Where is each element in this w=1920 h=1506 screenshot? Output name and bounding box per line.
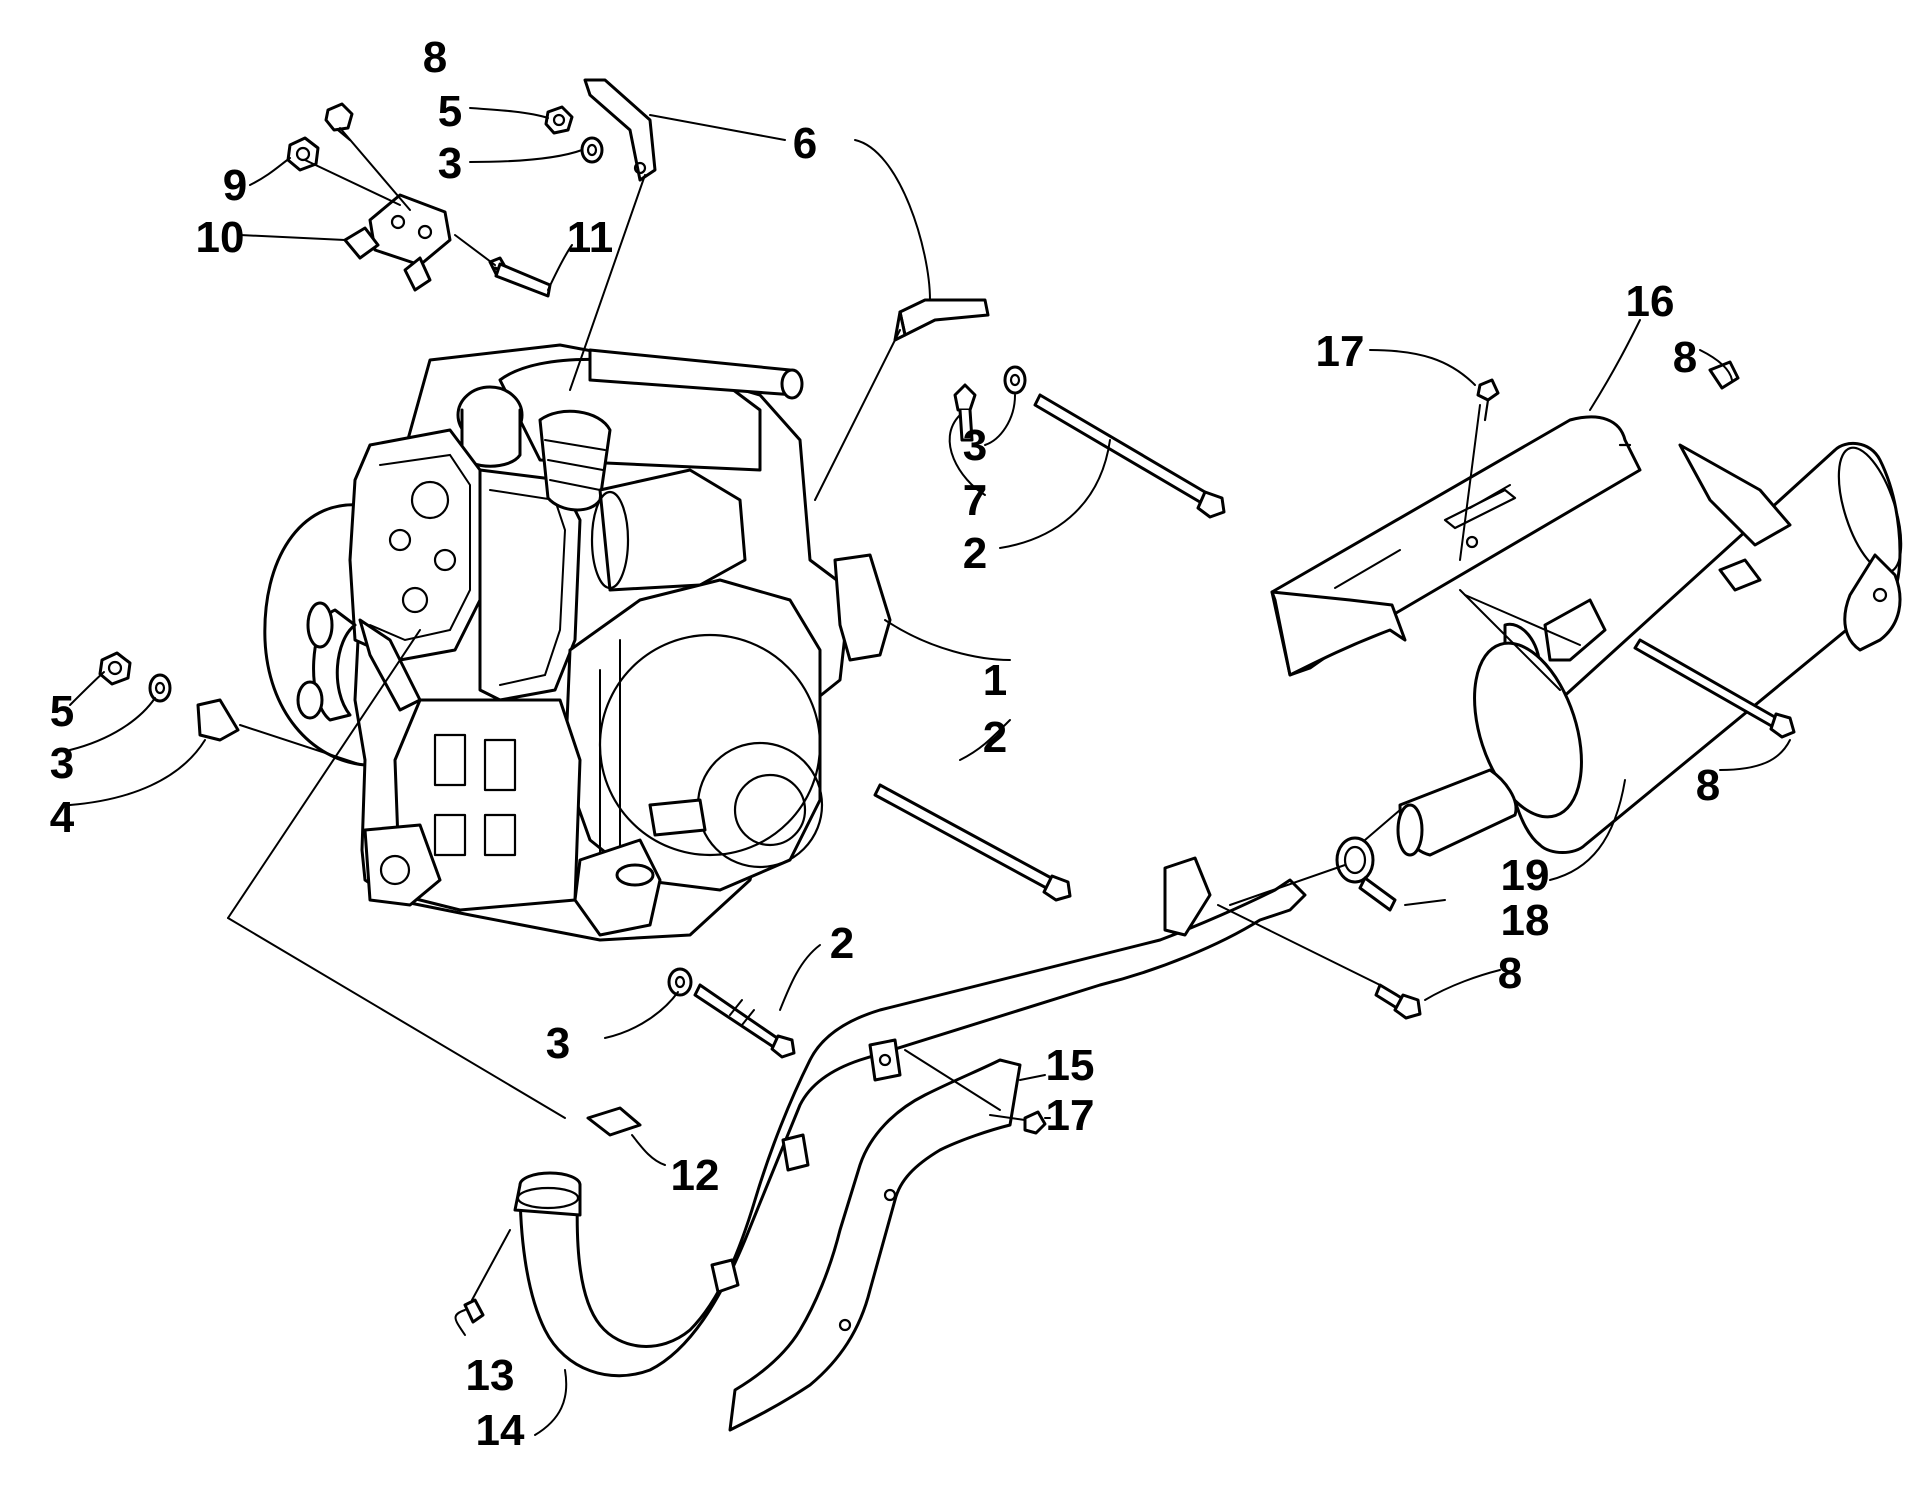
bracket-icon: [583, 78, 657, 182]
callout-15: 15: [1046, 1041, 1095, 1090]
callout-8-right-lower: 8: [1696, 761, 1720, 810]
callout-8-right-top: 8: [1673, 333, 1697, 382]
callout-7: 7: [963, 476, 987, 525]
bracket-icon: [343, 193, 452, 292]
engine-icon: [263, 343, 892, 942]
exhaust-pipe-icon: [513, 856, 1307, 1378]
callout-4: 4: [50, 793, 75, 842]
callout-8-lower: 8: [1498, 949, 1522, 998]
bolt-icon: [488, 256, 552, 298]
bolt-icon: [873, 783, 1072, 902]
callout-labels: 8 5 3 9 10 11 6 16 17 8 3 7 2 1 2 5 3 4 …: [50, 33, 1720, 1455]
nut-icon: [98, 651, 132, 686]
callout-3-left: 3: [50, 739, 74, 788]
leader-lines: [69, 107, 1791, 1436]
callout-2-right: 2: [963, 529, 987, 578]
washer-icon: [667, 967, 693, 997]
bracket-icon: [893, 298, 990, 342]
heat-shield-icon: [728, 1058, 1022, 1432]
heat-shield-icon: [1270, 415, 1642, 677]
nut-icon: [286, 136, 320, 172]
washer-icon: [148, 673, 172, 703]
callout-17-lower: 17: [1046, 1091, 1095, 1140]
callout-9: 9: [223, 161, 247, 210]
bolt-icon: [1476, 378, 1500, 422]
callout-3-right: 3: [963, 421, 987, 470]
callout-13: 13: [466, 1351, 515, 1400]
callout-10: 10: [196, 213, 245, 262]
callout-17-top: 17: [1316, 327, 1365, 376]
bracket-icon: [1335, 836, 1397, 912]
callout-6: 6: [793, 119, 817, 168]
callout-5-left: 5: [50, 687, 74, 736]
washer-icon: [580, 136, 604, 164]
bracket-icon: [196, 698, 240, 742]
callout-8-top: 8: [423, 33, 447, 82]
callout-12: 12: [671, 1151, 720, 1200]
bolt-icon: [1023, 1110, 1047, 1135]
bolt-icon: [1633, 638, 1796, 739]
callout-2-lower: 2: [830, 919, 854, 968]
bolt-icon: [693, 983, 796, 1059]
callout-1: 1: [983, 656, 1007, 705]
muffler-icon: [1396, 441, 1903, 857]
bolt-icon: [324, 102, 354, 142]
callout-11: 11: [567, 213, 614, 262]
callout-2-middle: 2: [983, 713, 1007, 762]
callout-3-top: 3: [438, 139, 462, 188]
bolt-icon: [953, 383, 977, 442]
callout-14: 14: [476, 1406, 525, 1455]
callout-18: 18: [1501, 896, 1550, 945]
bolt-icon: [1033, 393, 1226, 519]
callout-3-lower: 3: [546, 1019, 570, 1068]
callout-16: 16: [1626, 277, 1675, 326]
callout-19: 19: [1501, 851, 1550, 900]
callout-5-top: 5: [438, 87, 462, 136]
nut-icon: [544, 105, 574, 135]
bolt-icon: [1374, 983, 1422, 1020]
washer-icon: [1003, 365, 1027, 395]
